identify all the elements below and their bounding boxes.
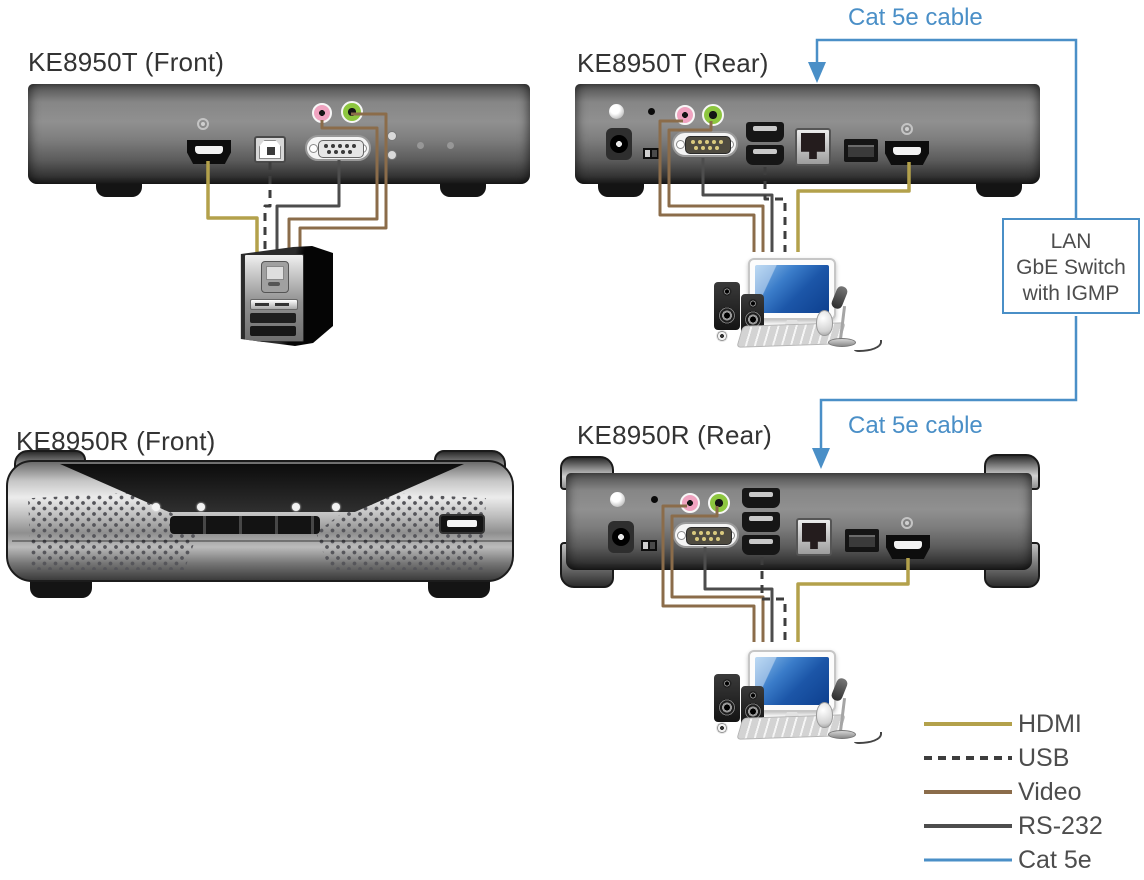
speaker xyxy=(714,282,740,330)
device-foot xyxy=(30,578,92,598)
mouse xyxy=(816,310,833,336)
ke8950t-front-panel xyxy=(28,84,530,184)
computer-tower xyxy=(240,246,333,346)
hdmi-port xyxy=(187,140,231,164)
ke8950r-front-panel xyxy=(6,460,514,582)
microphone-base xyxy=(828,730,856,739)
legend-item-cat5e: Cat 5e xyxy=(922,843,1103,877)
audio-jack xyxy=(702,104,724,126)
audio-jack xyxy=(708,492,730,514)
rj45-lan-port xyxy=(795,128,831,166)
usb-a-port xyxy=(746,122,784,142)
legend-item-usb: USB xyxy=(922,741,1103,775)
video-line-swatch xyxy=(924,790,1012,794)
power-jack xyxy=(606,128,632,160)
workstation xyxy=(694,640,894,752)
ke8950t-rear-panel xyxy=(575,84,1040,184)
legend: HDMI USB Video RS-232 Cat 5e xyxy=(922,707,1103,877)
lan-switch-line3: with IGMP xyxy=(1022,282,1120,305)
device-foot xyxy=(598,184,644,197)
legend-label: Cat 5e xyxy=(1018,845,1092,874)
rs232-db9-port xyxy=(673,522,739,548)
microphone-cord xyxy=(854,340,882,352)
speaker-foot xyxy=(716,722,728,734)
speaker xyxy=(741,294,764,334)
audio-jack xyxy=(341,101,363,123)
led-indicator xyxy=(197,503,205,511)
mic-jack xyxy=(680,493,700,513)
screw-icon xyxy=(197,118,209,130)
sfp-fiber-port xyxy=(845,529,879,552)
usb-a-port xyxy=(742,488,780,508)
lan-switch-line1: LAN xyxy=(1050,230,1092,253)
mic-jack xyxy=(312,103,332,123)
usb-a-port xyxy=(439,514,485,534)
legend-label: HDMI xyxy=(1018,709,1082,738)
microphone-stem xyxy=(838,305,847,341)
power-switch xyxy=(641,540,657,551)
microphone-cord xyxy=(854,732,882,744)
speaker-foot xyxy=(716,330,728,342)
led-indicator xyxy=(332,503,340,511)
reset-pinhole xyxy=(651,496,658,503)
mouse xyxy=(816,702,833,728)
led-indicator xyxy=(387,150,397,160)
rs232-db9-port xyxy=(305,135,371,161)
cat5e-label-bottom: Cat 5e cable xyxy=(848,412,983,439)
lan-gbe-switch-box: LAN GbE Switch with IGMP xyxy=(1002,218,1140,314)
screw-icon xyxy=(901,517,913,529)
microphone-base xyxy=(828,338,856,347)
ke8950r-rear-panel xyxy=(566,473,1032,570)
front-buttons xyxy=(170,516,320,534)
cat5e-arrow-bottom xyxy=(812,448,830,469)
legend-item-hdmi: HDMI xyxy=(922,707,1103,741)
hdmi-cable xyxy=(796,558,910,642)
ke8950r-rear-title: KE8950R (Rear) xyxy=(577,420,772,450)
speaker xyxy=(741,686,764,726)
microphone-stem xyxy=(838,697,847,733)
workstation xyxy=(694,248,894,360)
usb-line-swatch xyxy=(924,756,1012,760)
device-foot xyxy=(96,184,142,197)
ke8950t-front-title: KE8950T (Front) xyxy=(28,47,225,77)
hdmi-port xyxy=(886,535,930,559)
rs232-db9-port xyxy=(672,131,738,157)
body-seam xyxy=(12,540,512,542)
button-dot xyxy=(417,142,424,149)
hdmi-port xyxy=(885,141,929,165)
rs232-line-swatch xyxy=(924,824,1012,828)
legend-item-video: Video xyxy=(922,775,1103,809)
lan-switch-line2: GbE Switch xyxy=(1016,256,1126,279)
device-foot xyxy=(976,184,1022,197)
power-led xyxy=(609,104,624,119)
hdmi-line-swatch xyxy=(924,722,1012,726)
cat5e-label-top: Cat 5e cable xyxy=(848,4,983,31)
speaker xyxy=(714,674,740,722)
device-foot xyxy=(440,184,486,197)
ke8950t-rear-title: KE8950T (Rear) xyxy=(577,48,769,78)
reset-pinhole xyxy=(648,108,655,115)
led-indicator xyxy=(152,503,160,511)
legend-label: RS-232 xyxy=(1018,811,1103,840)
led-indicator xyxy=(387,131,397,141)
usb-b-port xyxy=(254,136,286,163)
usb-a-port xyxy=(742,512,780,532)
rj45-lan-port xyxy=(796,518,832,556)
sfp-fiber-port xyxy=(844,139,878,162)
usb-a-port xyxy=(742,535,780,555)
device-foot xyxy=(428,578,490,598)
led-indicator xyxy=(292,503,300,511)
legend-item-rs232: RS-232 xyxy=(922,809,1103,843)
power-led xyxy=(610,492,625,507)
mic-jack xyxy=(675,105,695,125)
legend-label: Video xyxy=(1018,777,1082,806)
button-dot xyxy=(447,142,454,149)
usb-a-port xyxy=(746,145,784,165)
power-switch xyxy=(643,148,659,159)
screw-icon xyxy=(901,123,913,135)
power-jack xyxy=(608,521,634,553)
cat5e-arrow-top xyxy=(808,62,826,83)
legend-label: USB xyxy=(1018,743,1070,772)
cat5e-line-swatch xyxy=(924,858,1012,862)
